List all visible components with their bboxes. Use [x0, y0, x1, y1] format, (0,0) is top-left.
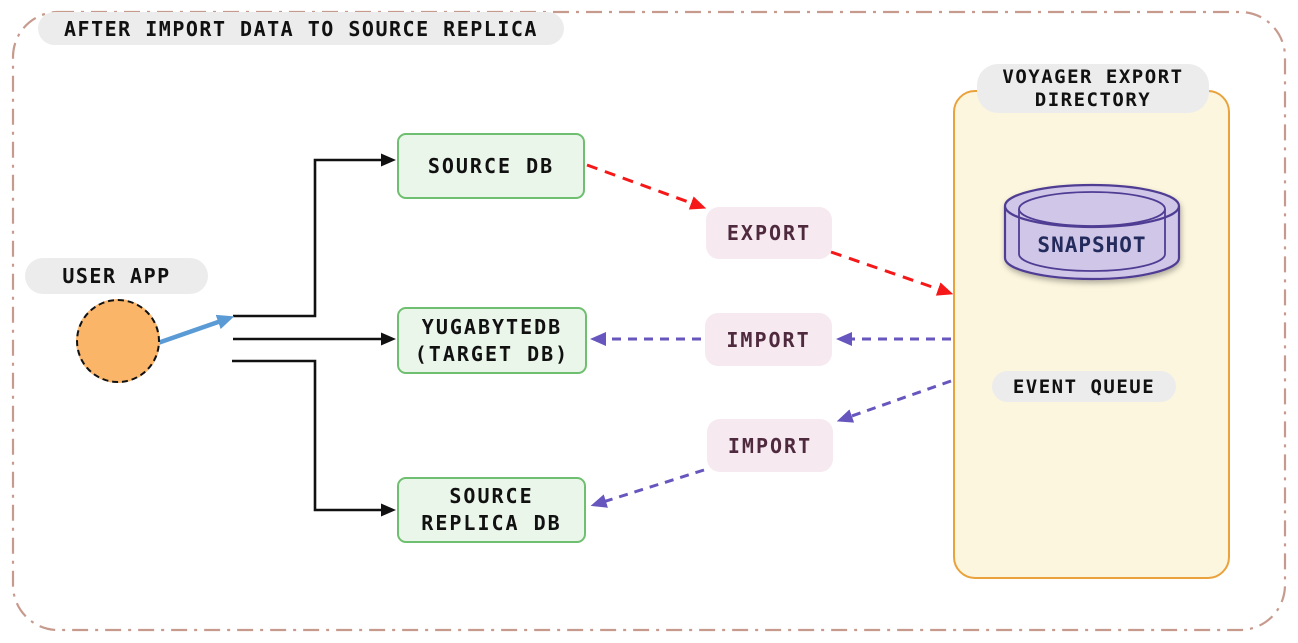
diagram-title: AFTER IMPORT DATA TO SOURCE REPLICA [38, 12, 564, 45]
snapshot-label: SNAPSHOT [1037, 233, 1146, 257]
target-db-node: YUGABYTEDB (TARGET DB) [397, 307, 587, 374]
voyager-title-line2: DIRECTORY [1034, 88, 1152, 111]
user-app-node [76, 299, 160, 383]
target-db-label-line2: (TARGET DB) [414, 341, 570, 366]
voyager-panel-title: VOYAGER EXPORT DIRECTORY [977, 64, 1209, 113]
import-replica-step: IMPORT [707, 419, 833, 472]
source-replica-label-line2: REPLICA DB [421, 511, 562, 535]
voyager-export-directory-panel [953, 90, 1230, 579]
connector-userapp-to-source-replica-db [232, 359, 396, 517]
source-db-node: SOURCE DB [397, 133, 585, 199]
export-step: EXPORT [706, 207, 832, 259]
voyager-title-line1: VOYAGER EXPORT [1002, 65, 1184, 88]
import-target-step: IMPORT [705, 313, 832, 366]
source-replica-label-line1: SOURCE [449, 484, 534, 508]
source-db-label: SOURCE DB [427, 153, 555, 178]
target-db-label-line1: YUGABYTEDB [421, 314, 563, 339]
arrow-userapp [154, 314, 235, 347]
arrow-export-to-voyager [830, 250, 954, 296]
snapshot-cylinder: SNAPSHOT [1003, 183, 1181, 281]
event-queue-label: EVENT QUEUE [992, 371, 1176, 402]
user-app-label: USER APP [25, 258, 208, 294]
arrow-sourcedb-to-export [586, 163, 707, 210]
source-replica-db-node: SOURCE REPLICA DB [397, 477, 586, 543]
connector-userapp-to-source-db [233, 153, 396, 318]
arrow-import-to-source-replica-db [590, 468, 705, 508]
arrow-voyager-to-import-replica [836, 379, 952, 423]
